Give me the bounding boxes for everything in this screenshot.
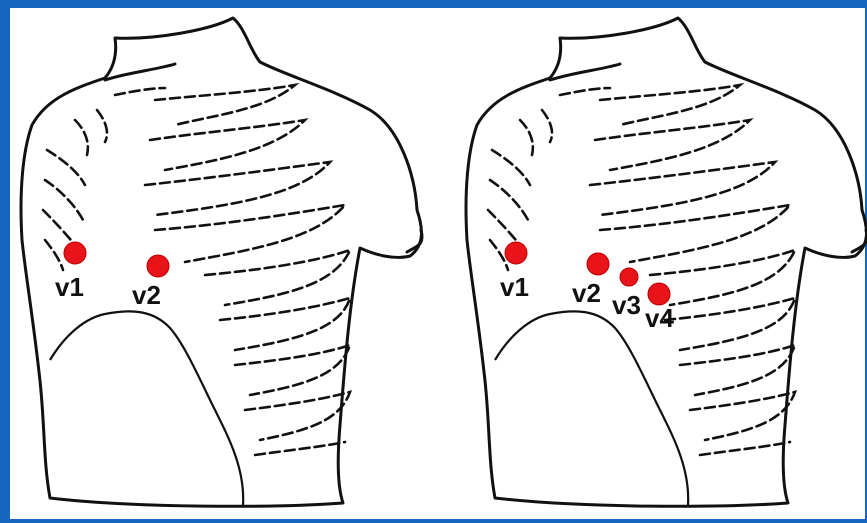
electrode-v3-right: v3 [612, 268, 641, 320]
electrode-v1-left: v1 [55, 242, 86, 302]
electrode-label: v1 [500, 272, 529, 302]
electrode-v1-right: v1 [500, 242, 529, 302]
electrode-label: v4 [645, 303, 674, 333]
electrode-v2-right: v2 [572, 253, 609, 308]
torso-right-panel [466, 18, 867, 506]
electrode-v2-left: v2 [132, 255, 169, 310]
electrode-v4-right: v4 [645, 283, 674, 333]
electrode-label: v2 [572, 278, 601, 308]
electrode-label: v2 [132, 280, 161, 310]
electrode-label: v3 [612, 290, 641, 320]
electrode-label: v1 [55, 272, 84, 302]
